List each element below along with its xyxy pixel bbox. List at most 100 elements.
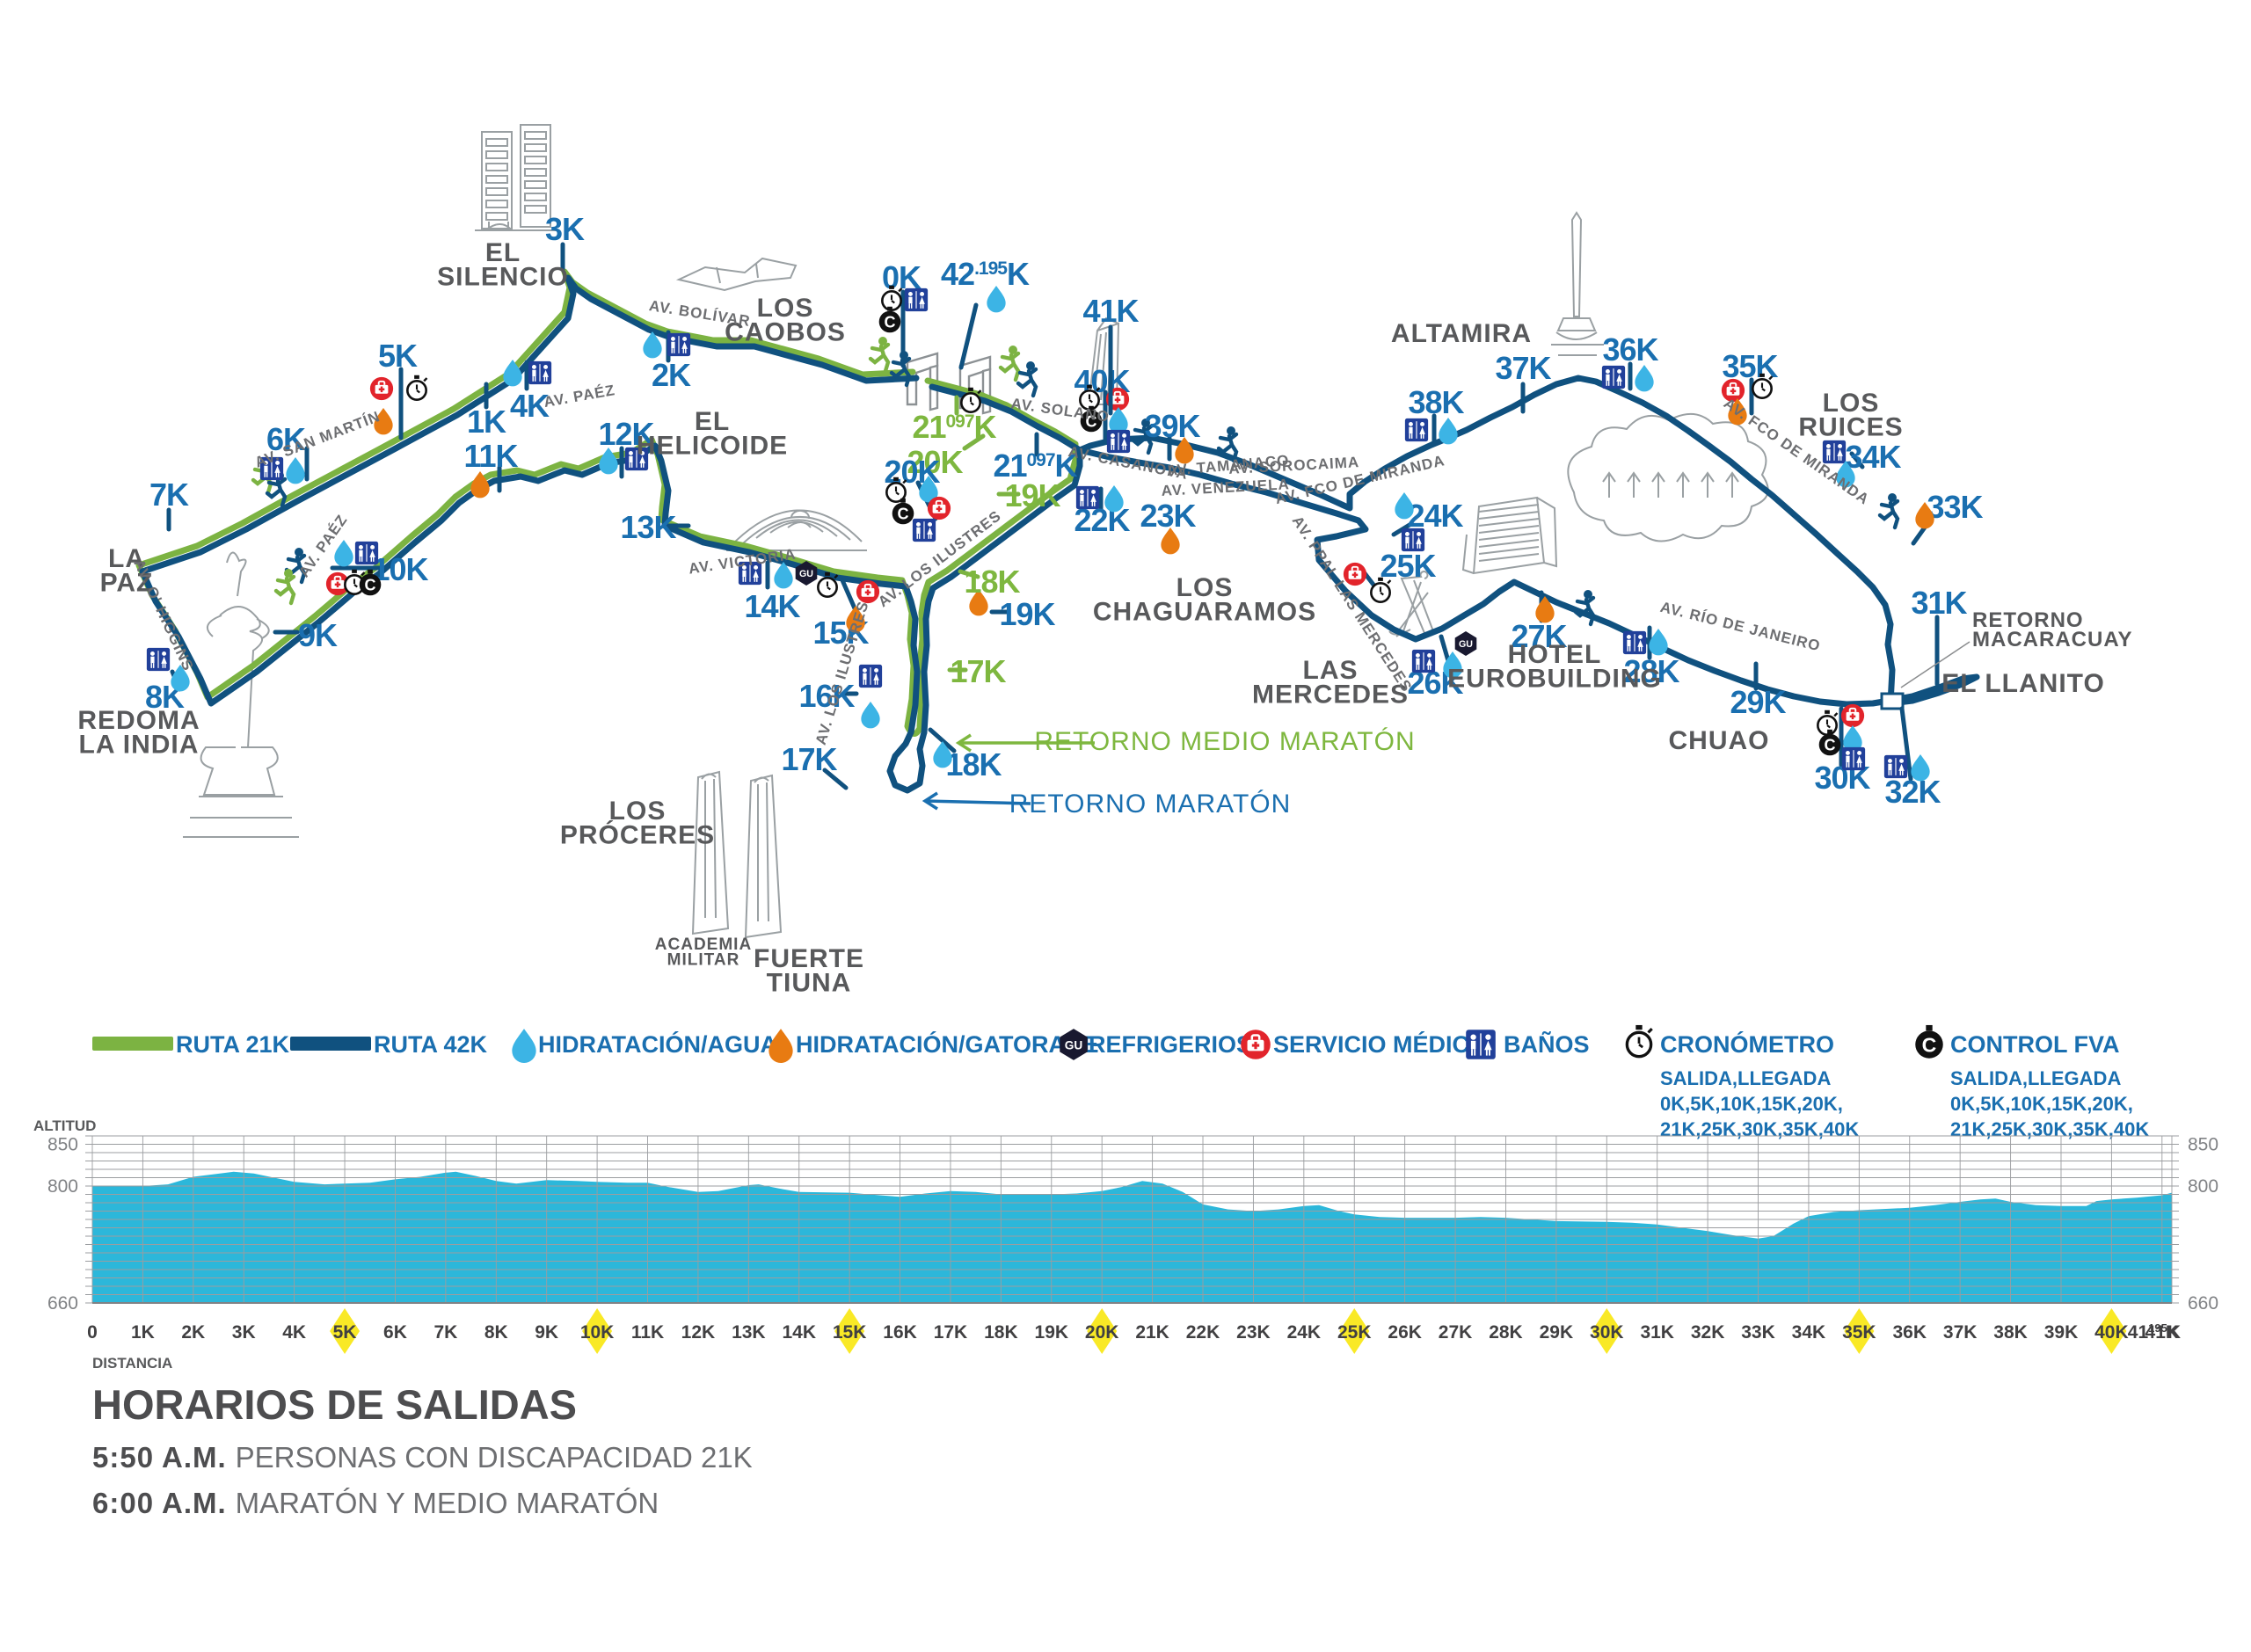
km-marker: 12K [598, 416, 656, 479]
neighborhood-text: REDOMA [77, 706, 200, 735]
runner-icon [284, 548, 307, 585]
neighborhood-text: LOS [757, 294, 814, 323]
x-tick-label: 4K [282, 1322, 306, 1343]
banos-icon [528, 360, 552, 385]
servicio-medico-icon [369, 376, 394, 401]
km-label: 20K [907, 444, 963, 480]
banos-icon [1466, 1030, 1496, 1059]
water-icon [774, 562, 793, 589]
km-label: 3K [545, 211, 585, 247]
x-tick-label: 11K [631, 1322, 664, 1343]
km-marker: 18K [928, 727, 1003, 782]
banos-icon [1883, 754, 1908, 779]
km-label: 1K [467, 404, 506, 440]
km-label: 19K [999, 596, 1055, 632]
x-tick-label: 3K [232, 1322, 256, 1343]
control-icon-text: C [1824, 737, 1835, 754]
gatorade-icon [470, 471, 490, 499]
retorno-label: RETORNO MARATÓN [922, 790, 1292, 819]
km-label: 4K [510, 388, 550, 424]
legend-item: RUTA 21K [92, 1031, 290, 1058]
neighborhood-label: ALTAMIRA [1391, 319, 1531, 348]
km-highlight-diamond [2096, 1308, 2127, 1354]
km-marker: 0KC [878, 259, 929, 368]
km-label: 34K [1845, 439, 1901, 475]
km-tick [1899, 706, 1913, 782]
water-icon [1439, 418, 1458, 445]
water-icon [1843, 725, 1862, 753]
x-tick-label: 31K [1640, 1322, 1674, 1343]
km-tick [962, 433, 986, 451]
cronometro-icon [817, 571, 839, 598]
km-label: 42.195K [941, 256, 1030, 292]
neighborhood-text: EL [485, 238, 521, 267]
distancia-axis-title: DISTANCIA [92, 1355, 172, 1372]
control-fva-icon: C [359, 569, 382, 596]
route-42k-path [1076, 375, 1980, 708]
neighborhood-text: LA INDIA [79, 731, 200, 760]
km-marker: 42.195K [941, 256, 1031, 370]
x-tick-label: 20K [1085, 1322, 1119, 1343]
km-marker: 9K [273, 617, 339, 653]
neighborhood-text: HELICOIDE [637, 432, 788, 461]
km-marker: 39K [1144, 408, 1202, 464]
neighborhood-text: EL [695, 407, 730, 436]
servicio-medico-icon [856, 579, 880, 604]
gatorade-icon [1728, 398, 1747, 426]
legend-label: CONTROL FVA [1950, 1031, 2120, 1058]
neighborhood-text: LA [108, 544, 145, 573]
retorno-text: RETORNO MARATÓN [1009, 790, 1292, 819]
water-icon [599, 448, 618, 475]
x-tick-label: 10K [580, 1322, 615, 1343]
servicio-medico-icon [1840, 703, 1865, 728]
x-tick-label: 38K [1993, 1322, 2028, 1343]
cronometro-icon [406, 375, 428, 401]
banos-icon [667, 332, 691, 357]
km-marker: 41K [1082, 293, 1140, 416]
gatorade-icon [1175, 437, 1194, 464]
km-marker: 16K [798, 664, 883, 729]
x-tick-label-final: 41195K [2128, 1321, 2181, 1343]
servicio-medico-icon [1343, 562, 1367, 586]
legend-item: CRONÓMETROSALIDA,LLEGADA0K,5K,10K,15K,20… [1625, 1024, 1859, 1140]
km-marker: 7K [149, 477, 190, 532]
x-tick-label: 23K [1236, 1322, 1271, 1343]
banos-icon [904, 287, 929, 312]
legend-sub: 0K,5K,10K,15K,20K, [1660, 1093, 1843, 1115]
x-tick-label: 18K [984, 1322, 1018, 1343]
y-tick-label: 660 [47, 1293, 78, 1314]
km-label: 6K [266, 421, 306, 457]
ruta-21k-swatch [92, 1037, 173, 1051]
control-icon-text: C [897, 506, 908, 523]
banos-icon [858, 664, 883, 688]
banos-icon [1822, 440, 1847, 464]
banos-icon [738, 561, 762, 586]
banos-icon [1401, 528, 1425, 552]
km-highlight-diamond [1339, 1308, 1370, 1354]
water-icon [286, 457, 305, 484]
y-tick-label: 660 [2188, 1293, 2218, 1314]
banos-icon [1622, 630, 1647, 655]
gu-refrigerios-icon: GU [1454, 631, 1477, 656]
banos-icon [1411, 649, 1436, 673]
gu-icon-text: GU [799, 569, 813, 579]
x-tick-label: 13K [732, 1322, 766, 1343]
km-tick [1849, 451, 1865, 469]
retorno-text: RETORNO MEDIO MARATÓN [1034, 727, 1415, 756]
km-highlight-diamond [1592, 1308, 1622, 1354]
km-label: 37K [1495, 350, 1551, 386]
km-label: 13K [620, 509, 676, 545]
x-tick-label: 34K [1792, 1322, 1826, 1343]
km-label: 21097K [912, 409, 996, 445]
x-tick-label: 39K [2044, 1322, 2079, 1343]
legend-label: SERVICIO MÉDICO [1273, 1030, 1488, 1058]
x-tick-label: 26K [1388, 1322, 1422, 1343]
legend-sub: SALIDA,LLEGADA [1950, 1067, 2121, 1089]
